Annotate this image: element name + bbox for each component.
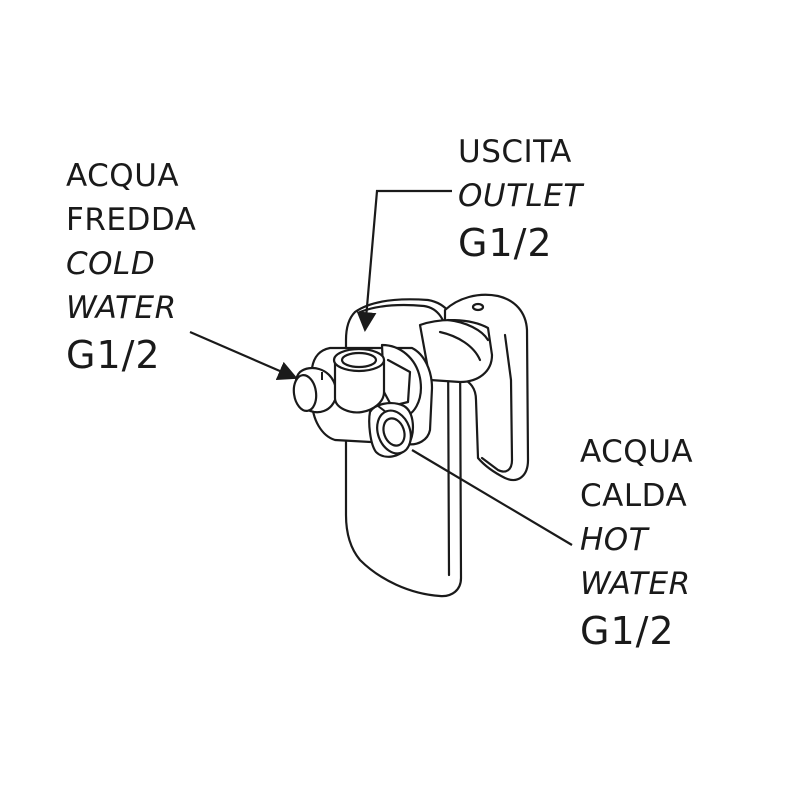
cold-water-label: ACQUA FREDDA COLD WATER G1/2 bbox=[66, 154, 196, 380]
cold-inlet-opening bbox=[292, 374, 318, 412]
hot-label-english-1: HOT bbox=[580, 522, 649, 558]
outlet-port bbox=[333, 358, 386, 414]
cold-label-thread: G1/2 bbox=[66, 333, 161, 377]
body-markings bbox=[321, 372, 387, 413]
outlet-label-english: OUTLET bbox=[458, 178, 583, 214]
cold-label-italian-2: FREDDA bbox=[66, 202, 197, 238]
outlet-label: USCITA OUTLET G1/2 bbox=[458, 130, 583, 268]
cartridge-band bbox=[438, 330, 482, 362]
hot-label-thread: G1/2 bbox=[580, 609, 675, 653]
cartridge-barrel bbox=[418, 318, 494, 384]
handle-hole bbox=[471, 302, 485, 312]
hot-water-leader bbox=[411, 449, 573, 546]
outlet-label-thread: G1/2 bbox=[458, 221, 553, 265]
hot-label-italian-1: ACQUA bbox=[580, 434, 694, 470]
outlet-label-italian: USCITA bbox=[458, 134, 572, 170]
cartridge-ring bbox=[446, 318, 490, 342]
cold-label-english-1: COLD bbox=[66, 246, 156, 282]
handle-inner-edge bbox=[480, 333, 514, 473]
cold-label-english-2: WATER bbox=[66, 290, 177, 326]
cold-label-italian-1: ACQUA bbox=[66, 158, 180, 194]
outlet-bore bbox=[340, 351, 378, 369]
hot-inlet-bore bbox=[382, 417, 406, 447]
cold-water-leader bbox=[189, 330, 298, 380]
hot-label-english-2: WATER bbox=[580, 566, 691, 602]
hot-water-label: ACQUA CALDA HOT WATER G1/2 bbox=[580, 430, 693, 656]
hot-label-italian-2: CALDA bbox=[580, 478, 688, 514]
outlet-leader bbox=[356, 189, 452, 332]
